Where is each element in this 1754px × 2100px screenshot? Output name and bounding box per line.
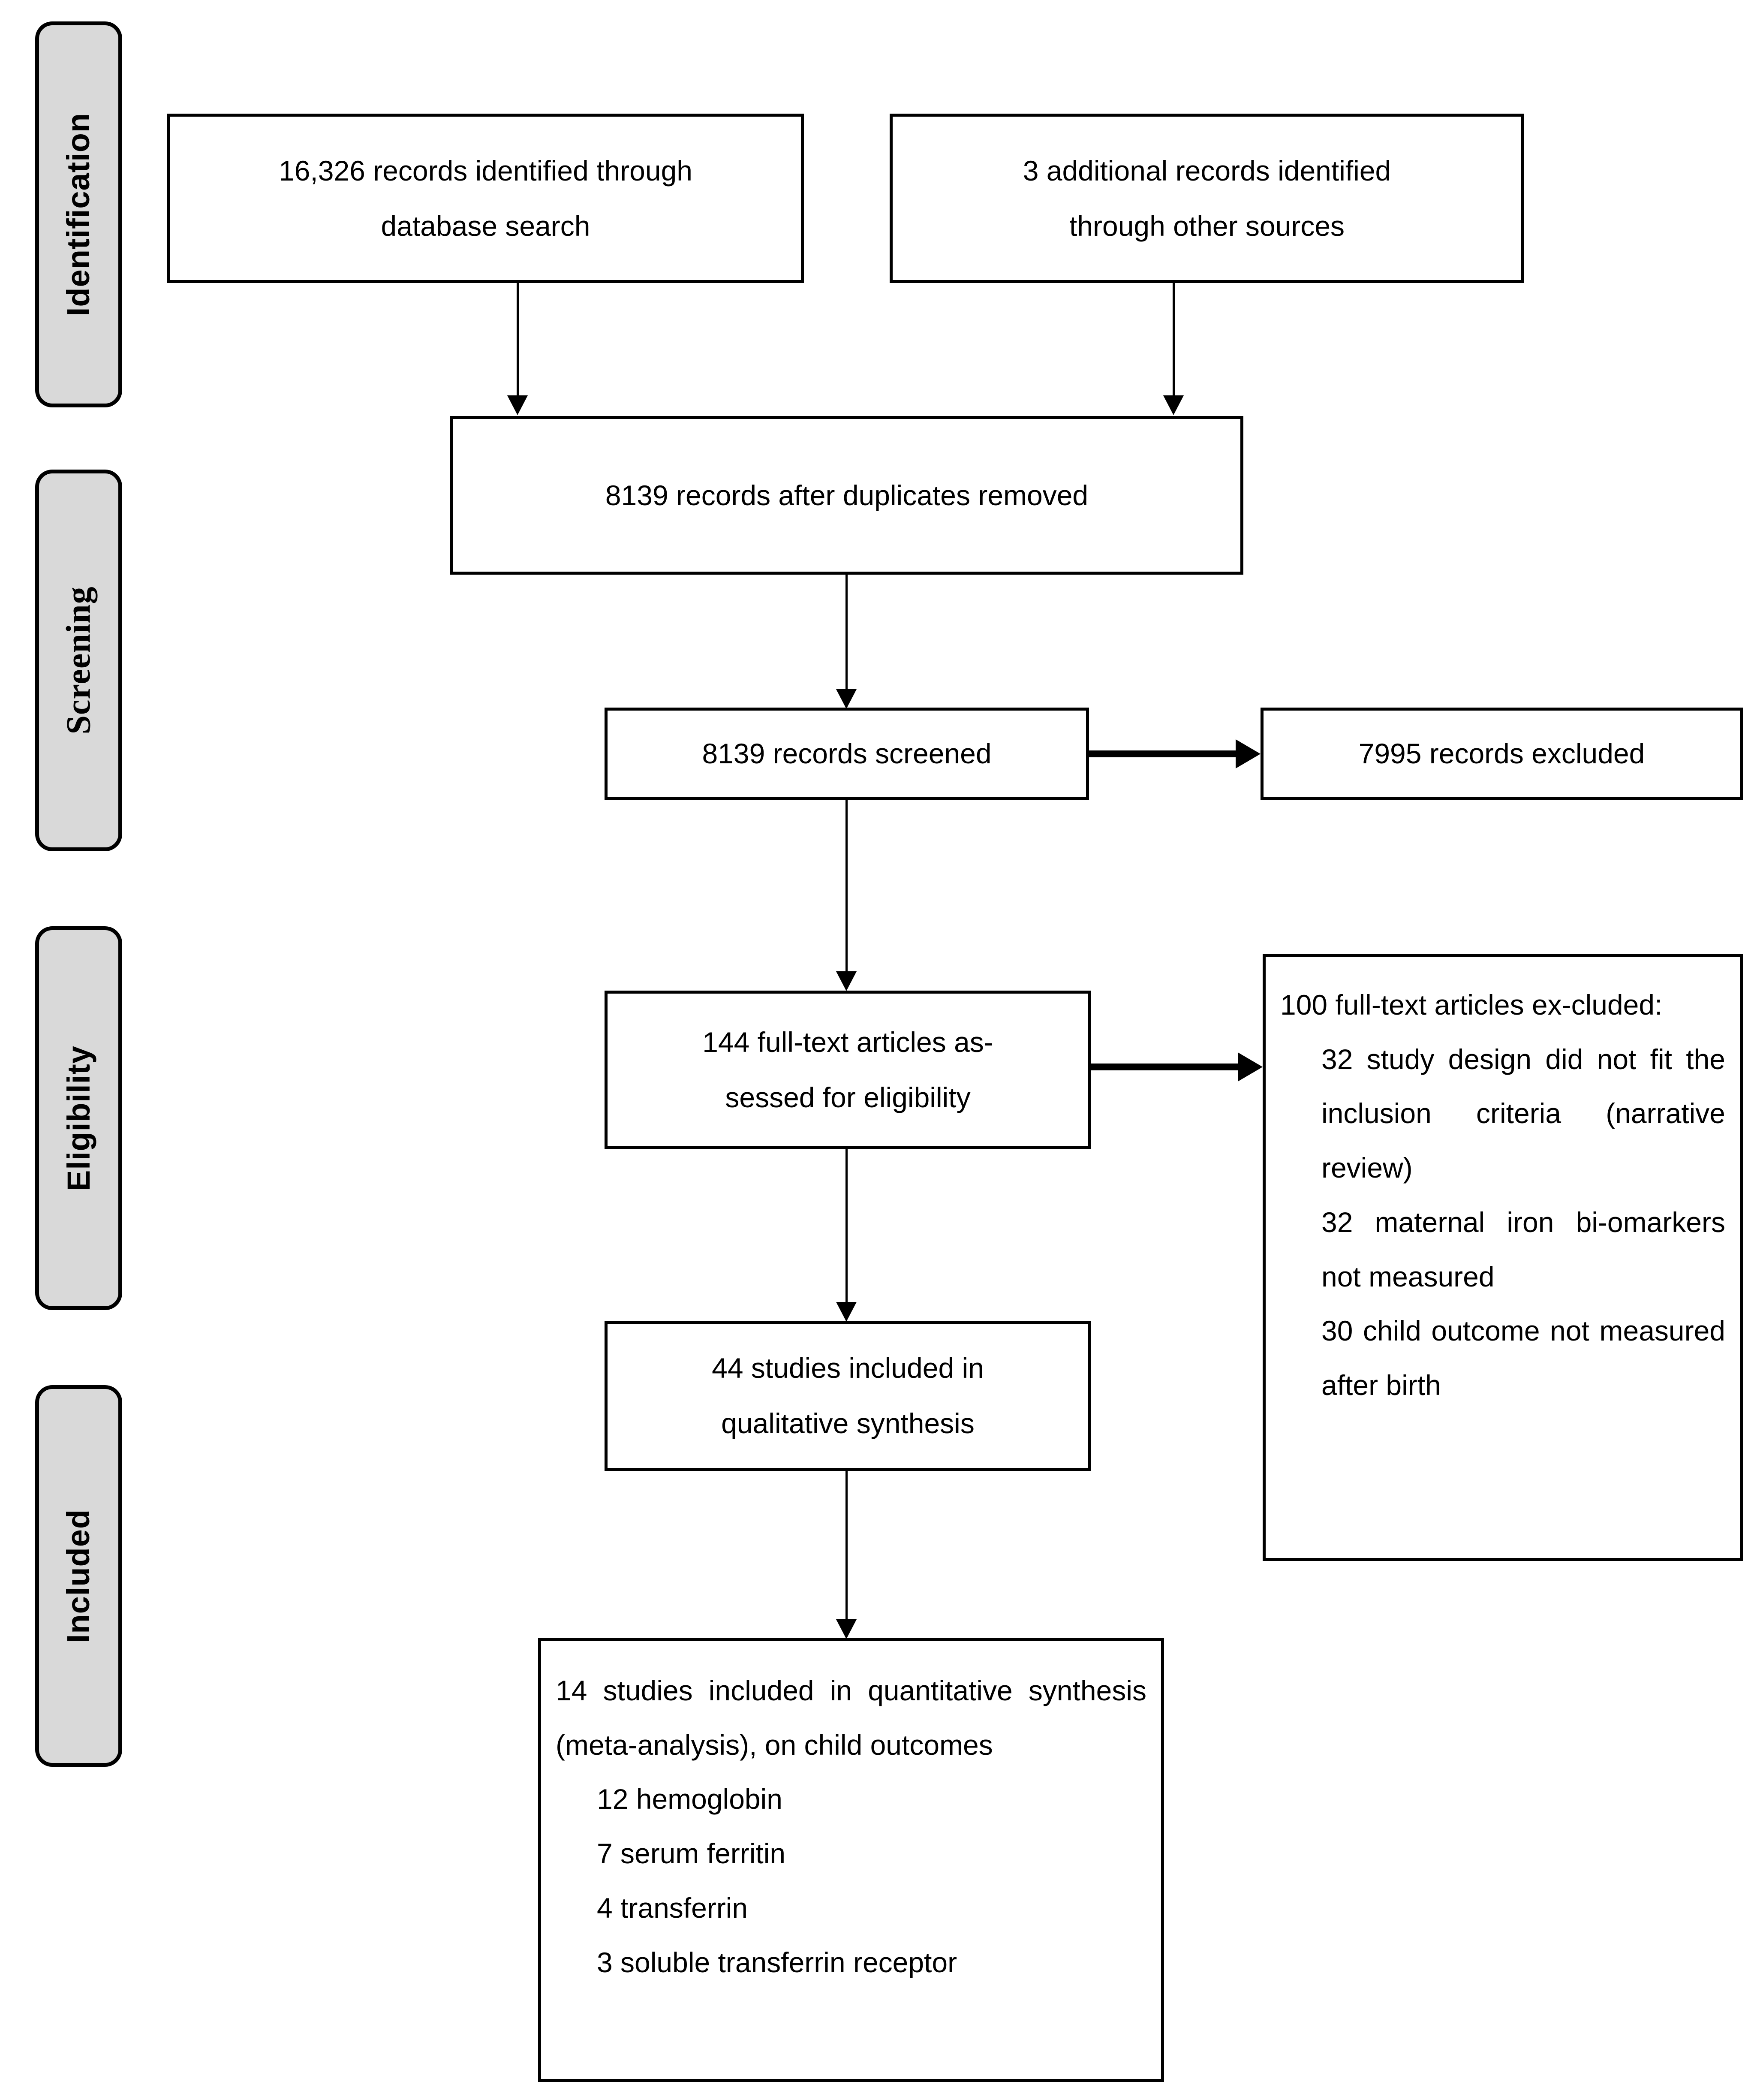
box-duplicates-removed-line1: 8139 records after duplicates removed <box>605 479 1089 511</box>
connector-fulltext-to-excluded <box>1091 1064 1239 1070</box>
box-other-sources: 3 additional records identified through … <box>890 114 1524 283</box>
box-quantitative-outcome-1: 12 hemoglobin <box>597 1783 782 1815</box>
box-fulltext-assessed-line1: 144 full-text articles as- <box>702 1026 993 1058</box>
arrowhead-screened-to-fulltext <box>836 971 857 991</box>
arrowhead-fulltext-to-qualitative <box>836 1302 857 1322</box>
box-records-screened-line1: 8139 records screened <box>702 738 992 770</box>
arrowhead-other-sources-to-duplicates <box>1163 395 1184 415</box>
arrowhead-database-to-duplicates <box>507 395 528 415</box>
box-fulltext-excluded-reason-3: 30 child outcome not measured after birt… <box>1321 1315 1725 1401</box>
box-other-sources-line2: through other sources <box>1069 210 1345 242</box>
box-records-screened: 8139 records screened <box>605 708 1089 800</box>
stage-pill-eligibility: Eligibility <box>35 926 122 1310</box>
stage-label-eligibility: Eligibility <box>60 1045 96 1191</box>
arrowhead-qualitative-to-quantitative <box>836 1619 857 1639</box>
box-qualitative-synthesis-line1: 44 studies included in <box>712 1352 984 1384</box>
box-qualitative-synthesis-line2: qualitative synthesis <box>721 1407 975 1439</box>
connector-other-sources-to-duplicates <box>1173 283 1175 397</box>
stage-label-screening: Screening <box>60 586 98 735</box>
box-quantitative-outcome-4: 3 soluble transferrin receptor <box>597 1946 957 1978</box>
box-records-excluded-line1: 7995 records excluded <box>1358 738 1645 770</box>
arrowhead-duplicates-to-screened <box>836 689 857 709</box>
box-fulltext-assessed-line2: sessed for eligibility <box>725 1082 971 1113</box>
connector-duplicates-to-screened <box>845 575 848 690</box>
connector-qualitative-to-quantitative <box>845 1471 848 1621</box>
stage-pill-identification: Identification <box>35 21 122 407</box>
stage-pill-included: Included <box>35 1385 122 1767</box>
box-database-search-line1: 16,326 records identified through <box>279 154 692 187</box>
box-fulltext-assessed: 144 full-text articles as- sessed for el… <box>605 991 1091 1149</box>
connector-screened-to-excluded <box>1089 750 1237 757</box>
connector-fulltext-to-qualitative <box>845 1149 848 1304</box>
box-fulltext-excluded-reason-1: 32 study design did not fit the inclusio… <box>1321 1043 1725 1184</box>
box-qualitative-synthesis: 44 studies included in qualitative synth… <box>605 1321 1091 1471</box>
box-fulltext-excluded: 100 full-text articles ex-cluded: 32 stu… <box>1263 954 1743 1561</box>
box-other-sources-line1: 3 additional records identified <box>1023 154 1391 187</box>
box-database-search-line2: database search <box>381 210 590 242</box>
stage-pill-screening: Screening <box>35 470 122 851</box>
stage-label-identification: Identification <box>60 112 96 316</box>
box-records-excluded: 7995 records excluded <box>1261 708 1743 800</box>
arrowhead-screened-to-excluded <box>1236 739 1261 768</box>
box-fulltext-excluded-heading: 100 full-text articles ex-cluded: <box>1280 989 1663 1021</box>
connector-screened-to-fulltext <box>845 800 848 973</box>
box-fulltext-excluded-reason-2: 32 maternal iron bi-omarkers not measure… <box>1321 1206 1725 1293</box>
box-database-search: 16,326 records identified through databa… <box>167 114 804 283</box>
box-quantitative-synthesis: 14 studies included in quantitative synt… <box>538 1638 1164 2082</box>
box-duplicates-removed: 8139 records after duplicates removed <box>450 416 1243 575</box>
arrowhead-fulltext-to-excluded <box>1238 1052 1263 1082</box>
connector-database-to-duplicates <box>517 283 519 397</box>
stage-label-included: Included <box>60 1509 96 1643</box>
box-quantitative-outcome-2: 7 serum ferritin <box>597 1838 786 1870</box>
box-quantitative-outcome-3: 4 transferrin <box>597 1892 748 1924</box>
box-quantitative-synthesis-heading: 14 studies included in quantitative synt… <box>556 1675 1146 1761</box>
